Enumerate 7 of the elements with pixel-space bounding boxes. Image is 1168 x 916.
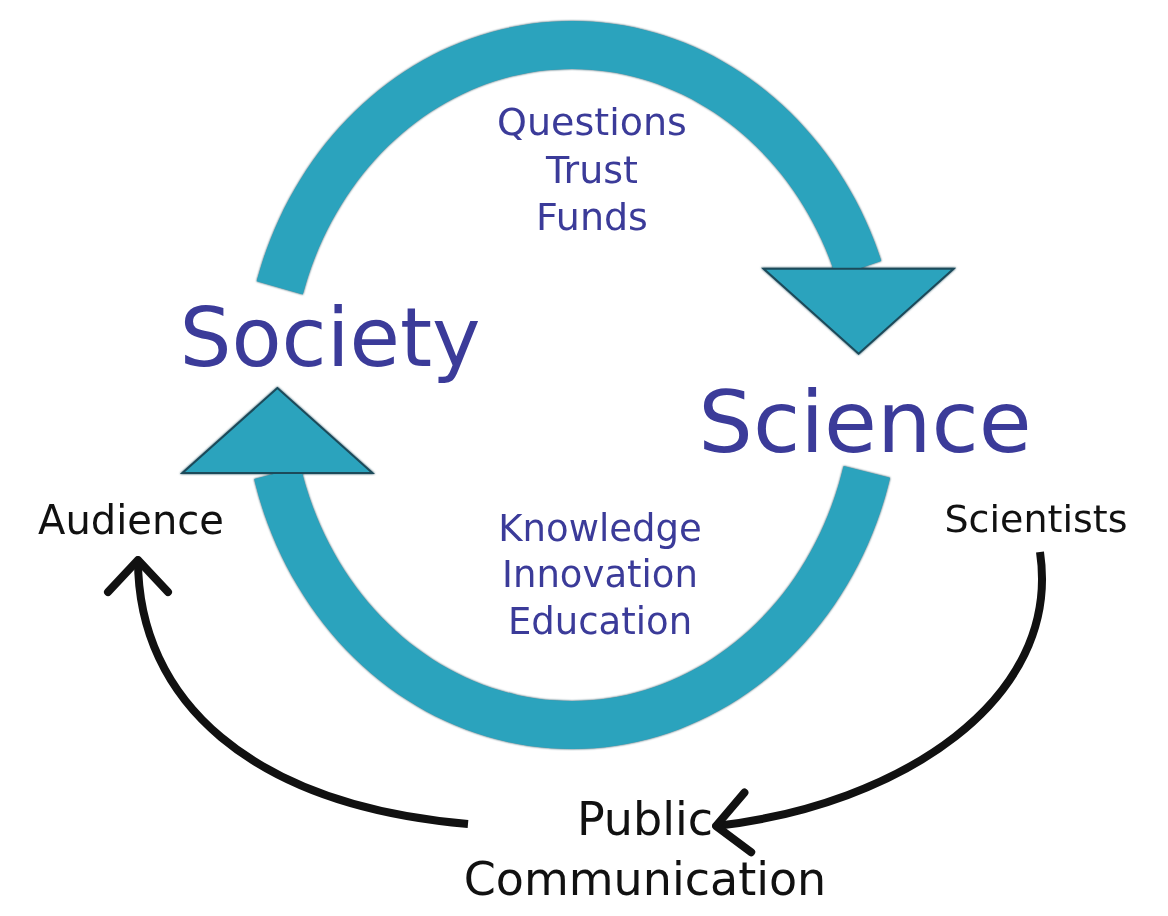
arrow [712, 551, 1046, 855]
node-label: Public Communication [462, 791, 828, 908]
node-label: Audience [38, 498, 224, 542]
node-label: Science [698, 374, 1032, 470]
node-label: Scientists [944, 499, 1128, 541]
arrow [106, 556, 469, 828]
node-label: Society [179, 292, 481, 384]
